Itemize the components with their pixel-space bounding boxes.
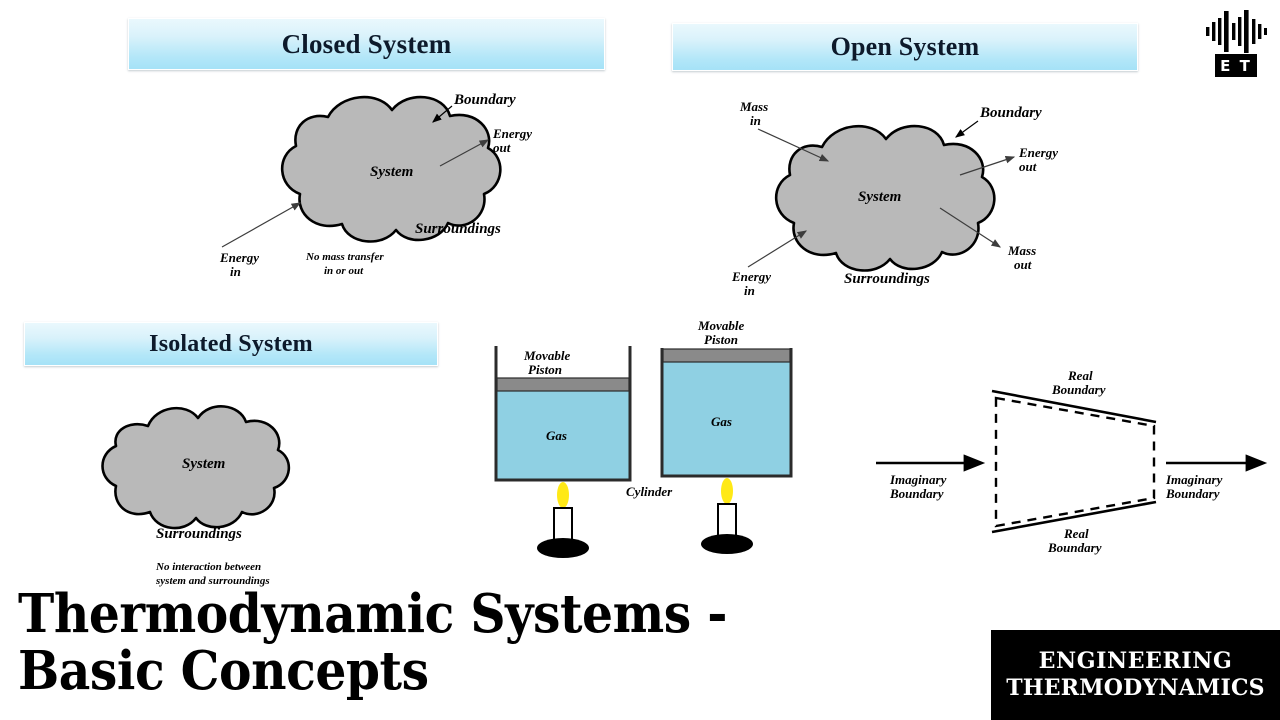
- open-surroundings-label: Surroundings: [844, 271, 930, 287]
- banner-isolated-system: Isolated System: [24, 322, 438, 366]
- banner-closed-system-label: Closed System: [281, 28, 452, 59]
- left-candle-body: [553, 507, 573, 544]
- closed-energy-in-line1: Energy: [219, 250, 259, 265]
- closed-energy-out-line2: out: [493, 140, 511, 155]
- imaginary-boundary-outline: [994, 396, 1156, 528]
- open-boundary-pointer-arrow: [955, 120, 979, 138]
- left-candle-base: [537, 538, 589, 558]
- closed-energy-in-line2: in: [230, 264, 241, 279]
- closed-system-cloud-label: System: [370, 164, 413, 180]
- open-energy-out-line1: Energy: [1018, 145, 1058, 160]
- brand-badge: ENGINEERING THERMODYNAMICS: [991, 630, 1280, 720]
- imaginary-boundary-right-line2: Boundary: [1165, 486, 1220, 501]
- left-gas-label: Gas: [546, 428, 567, 443]
- right-candle-body: [717, 503, 737, 540]
- real-boundary-bottom-line1: Real: [1063, 526, 1089, 541]
- open-energy-in-line1: Energy: [731, 269, 771, 284]
- closed-system-boundary-label: Boundary: [453, 92, 516, 108]
- imaginary-boundary-right-line1: Imaginary: [1165, 472, 1223, 487]
- real-boundary-top-line1: Real: [1067, 368, 1093, 383]
- open-mass-in-line1: Mass: [739, 99, 768, 114]
- isolated-system-cloud-shape: [101, 405, 291, 530]
- open-system-diagram: System Boundary Mass in Energy out Mass …: [718, 95, 1118, 310]
- real-boundary-bottom-line: [991, 500, 1157, 534]
- banner-closed-system: Closed System: [128, 18, 605, 70]
- channel-logo: E T: [1200, 8, 1272, 82]
- right-piston-label-line2: Piston: [704, 332, 738, 347]
- closed-system-diagram: System Boundary Energy out Energy in Sur…: [200, 82, 600, 292]
- banner-isolated-system-label: Isolated System: [149, 330, 313, 357]
- left-gas-region: [497, 390, 629, 480]
- open-mass-out-line1: Mass: [1007, 243, 1036, 258]
- left-piston-label-line1: Movable: [523, 348, 570, 363]
- open-energy-in-arrow: [747, 230, 808, 268]
- left-piston-label-line2: Piston: [528, 362, 562, 377]
- real-boundary-bottom-line2: Boundary: [1047, 540, 1102, 555]
- page-title-line-1: Thermodynamic Systems -: [18, 583, 728, 645]
- cylinder-label: Cylinder: [626, 484, 673, 499]
- brand-badge-line-1: ENGINEERING: [1038, 647, 1233, 674]
- right-movable-piston: [662, 348, 791, 363]
- logo-et-abbreviation: E T: [1215, 54, 1257, 77]
- real-boundary-top-line: [991, 389, 1157, 424]
- imaginary-boundary-left-line2: Boundary: [889, 486, 944, 501]
- right-candle-base: [701, 534, 753, 554]
- open-energy-in-line2: in: [744, 283, 755, 298]
- closed-note-line2: in or out: [324, 265, 364, 277]
- system-cloud-shape: [280, 95, 502, 243]
- closed-surroundings-label: Surroundings: [415, 221, 501, 237]
- left-candle-flame: [557, 482, 569, 508]
- left-cylinder-wall: [494, 346, 632, 482]
- energy-in-arrow: [221, 202, 302, 248]
- right-cylinder-assembly: Movable Piston Gas: [660, 318, 793, 554]
- closed-note-line1: No mass transfer: [305, 251, 384, 263]
- page-title-line-2: Basic Concepts: [18, 639, 429, 702]
- isolated-system-cloud-label: System: [182, 456, 225, 472]
- closed-energy-out-line1: Energy: [492, 126, 532, 141]
- open-system-boundary-label: Boundary: [979, 105, 1042, 121]
- isolated-note-line2: system and surroundings: [155, 575, 270, 587]
- open-mass-in-line2: in: [750, 113, 761, 128]
- isolated-system-diagram: System Surroundings No interaction betwe…: [101, 390, 410, 590]
- mass-in-arrow: [757, 128, 830, 162]
- energy-out-arrow: [439, 139, 490, 167]
- open-system-cloud-label: System: [858, 189, 901, 205]
- open-mass-out-line2: out: [1014, 257, 1032, 272]
- waveform-icon: [1206, 10, 1267, 53]
- open-energy-out-arrow: [959, 156, 1016, 176]
- isolated-note-line1: No interaction between: [155, 561, 261, 573]
- page-title: Thermodynamic Systems - Basic Concepts: [18, 586, 772, 699]
- boundary-pointer-arrow: [432, 105, 453, 123]
- real-boundary-top-line2: Boundary: [1051, 382, 1106, 397]
- right-cylinder-wall: [660, 348, 793, 478]
- right-gas-label: Gas: [711, 414, 732, 429]
- mass-out-arrow: [939, 207, 1002, 248]
- piston-cylinder-diagram: Movable Piston Gas Cylinder Movable Pist…: [480, 318, 820, 568]
- left-movable-piston: [496, 377, 630, 392]
- brand-badge-line-2: THERMODYNAMICS: [1006, 675, 1265, 701]
- imaginary-boundary-left-line1: Imaginary: [889, 472, 947, 487]
- right-gas-region: [663, 362, 790, 476]
- right-candle-flame: [721, 478, 733, 504]
- isolated-surroundings-label: Surroundings: [156, 526, 242, 542]
- control-volume-diagram: Real Boundary Real Boundary Imaginary Bo…: [868, 360, 1268, 565]
- left-cylinder-assembly: Movable Piston Gas: [494, 346, 632, 558]
- right-piston-label-line1: Movable: [697, 318, 744, 333]
- banner-open-system-label: Open System: [830, 32, 980, 61]
- banner-open-system: Open System: [672, 23, 1138, 71]
- open-energy-out-line2: out: [1019, 159, 1037, 174]
- open-system-cloud-shape: [774, 124, 996, 272]
